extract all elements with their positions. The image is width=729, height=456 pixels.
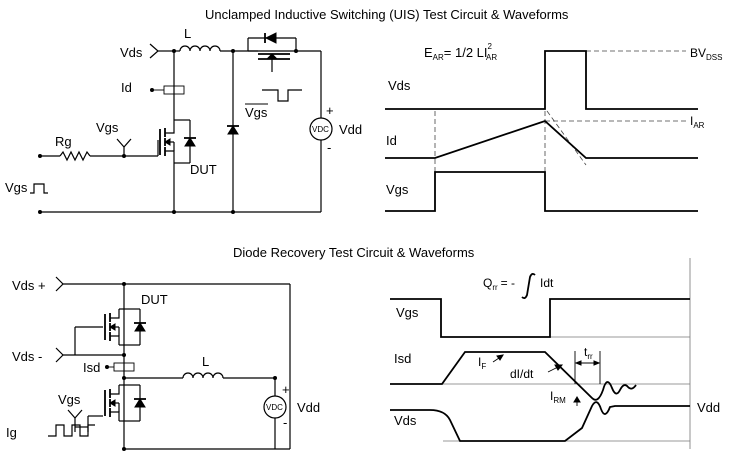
uis-vgs-bar-label: Vgs (245, 105, 268, 120)
uis-dut-label: DUT (190, 162, 217, 177)
qrr-integrand: Idt (540, 276, 554, 290)
svg-text:trr: trr (584, 345, 593, 361)
uis-body-diode-icon (183, 137, 197, 147)
uis-vds-label: Vds (120, 45, 143, 60)
iar-sub: AR (693, 121, 704, 130)
dr-wave-vgs-label: Vgs (396, 305, 419, 320)
dr-vds-plus-terminal-icon (55, 276, 64, 292)
bvdss-main: BV (690, 46, 706, 60)
uis-title: Unclamped Inductive Switching (UIS) Test… (205, 7, 569, 22)
dr-vgs-probe-icon (67, 409, 83, 419)
dr-low-body-diode-icon (133, 398, 147, 408)
irm-main: I (550, 389, 553, 403)
ear-sup: 2 (488, 42, 493, 51)
dr-wave-vds-label: Vds (394, 413, 417, 428)
uis-rg-resistor-icon (59, 150, 91, 162)
trr-sub: rr (587, 352, 593, 361)
uis-freewheel-diode-icon (226, 125, 240, 135)
qrr-eq: = - (501, 276, 515, 290)
uis-vgs-source-label: Vgs (5, 180, 28, 195)
dr-plus-sign: + (282, 382, 290, 397)
dr-dut-mosfet-icon (104, 308, 120, 346)
qrr-main: Q (483, 276, 492, 290)
dr-isd-trace (390, 351, 637, 401)
uis-plus-sign: + (326, 103, 334, 118)
dr-dut-body-diode-icon (133, 322, 147, 332)
uis-clamp-switch-icon (247, 32, 297, 72)
svg-text:IRM: IRM (550, 389, 566, 405)
didt-label: dI/dt (510, 367, 534, 381)
uis-id-label: Id (121, 80, 132, 95)
dr-vds-trace (390, 401, 690, 442)
uis-vgs-label: Vgs (96, 120, 119, 135)
dr-vds-minus-label: Vds - (12, 349, 42, 364)
irm-sub: RM (553, 396, 566, 405)
ear-eq: = 1/2 LI (444, 45, 488, 60)
uis-circuit: Vds L Vgs Id (5, 26, 362, 214)
bvdss-sub: DSS (706, 53, 722, 62)
ear-sub2: AR (486, 53, 497, 62)
dr-vgs-label: Vgs (58, 392, 81, 407)
uis-vds-terminal-icon (149, 43, 159, 59)
diode-recovery-title: Diode Recovery Test Circuit & Waveforms (233, 245, 475, 260)
uis-inductor-icon (179, 45, 221, 52)
ear-main: E (424, 45, 433, 60)
uis-vgs-probe-icon (116, 138, 132, 148)
uis-rg-label: Rg (55, 134, 72, 149)
uis-wave-id-label: Id (386, 133, 397, 148)
uis-vdc-source-icon (309, 117, 333, 141)
dr-ig-label: Ig (6, 425, 17, 440)
dr-minus-sign: - (283, 415, 287, 430)
ear-sub: AR (433, 53, 444, 62)
uis-vgs-trace (385, 171, 698, 212)
dr-vdc-text: VDC (266, 403, 283, 412)
dr-vds-plus-label: Vds + (12, 278, 46, 293)
svg-text:IAR: IAR (690, 114, 705, 130)
dr-vds-minus-terminal-icon (55, 347, 64, 363)
dr-vdd-label: Vdd (297, 400, 320, 415)
dr-isd-label: Isd (83, 360, 100, 375)
uis-minus-sign: - (327, 140, 331, 155)
uis-id-trace (385, 119, 698, 159)
uis-dut-mosfet-icon (159, 123, 175, 161)
svg-text:Qrr= -: Qrr= - (483, 276, 515, 292)
dr-wave-vdd-label: Vdd (697, 400, 720, 415)
dr-inductor-icon (182, 372, 224, 379)
dr-wave-isd-label: Isd (394, 351, 411, 366)
dr-inductor-label: L (202, 354, 209, 369)
if-main: I (478, 355, 481, 369)
svg-text:IF: IF (478, 355, 486, 371)
uis-vdc-text: VDC (312, 125, 329, 134)
dr-vdc-source-icon (263, 395, 287, 419)
trr-main: t (584, 345, 588, 359)
uis-clamp-pulse-icon (262, 89, 302, 102)
diode-recovery-circuit: Vds + Vds - DUT Isd L (6, 276, 320, 451)
if-sub: F (481, 362, 486, 371)
dr-current-sense-icon (113, 362, 135, 372)
dr-ig-pulse-icon (48, 424, 95, 437)
dr-dut-label: DUT (141, 292, 168, 307)
diode-recovery-waveforms: Qrr= - Idt Vgs Isd Vds Vdd IF dI/dt IRM … (390, 258, 720, 449)
uis-wave-vds-label: Vds (388, 78, 411, 93)
dr-vgs-trace (390, 298, 690, 338)
integral-sign-icon (521, 272, 536, 300)
uis-inductor-label: L (184, 26, 191, 41)
dr-low-mosfet-icon (104, 384, 120, 422)
uis-vdd-label: Vdd (339, 122, 362, 137)
qrr-sub: rr (492, 283, 498, 292)
uis-vgs-pulse-icon (30, 183, 48, 194)
uis-wave-vgs-label: Vgs (386, 182, 409, 197)
iar-main: I (690, 114, 693, 128)
svg-text:BVDSS: BVDSS (690, 46, 722, 62)
uis-vds-trace (385, 50, 698, 110)
